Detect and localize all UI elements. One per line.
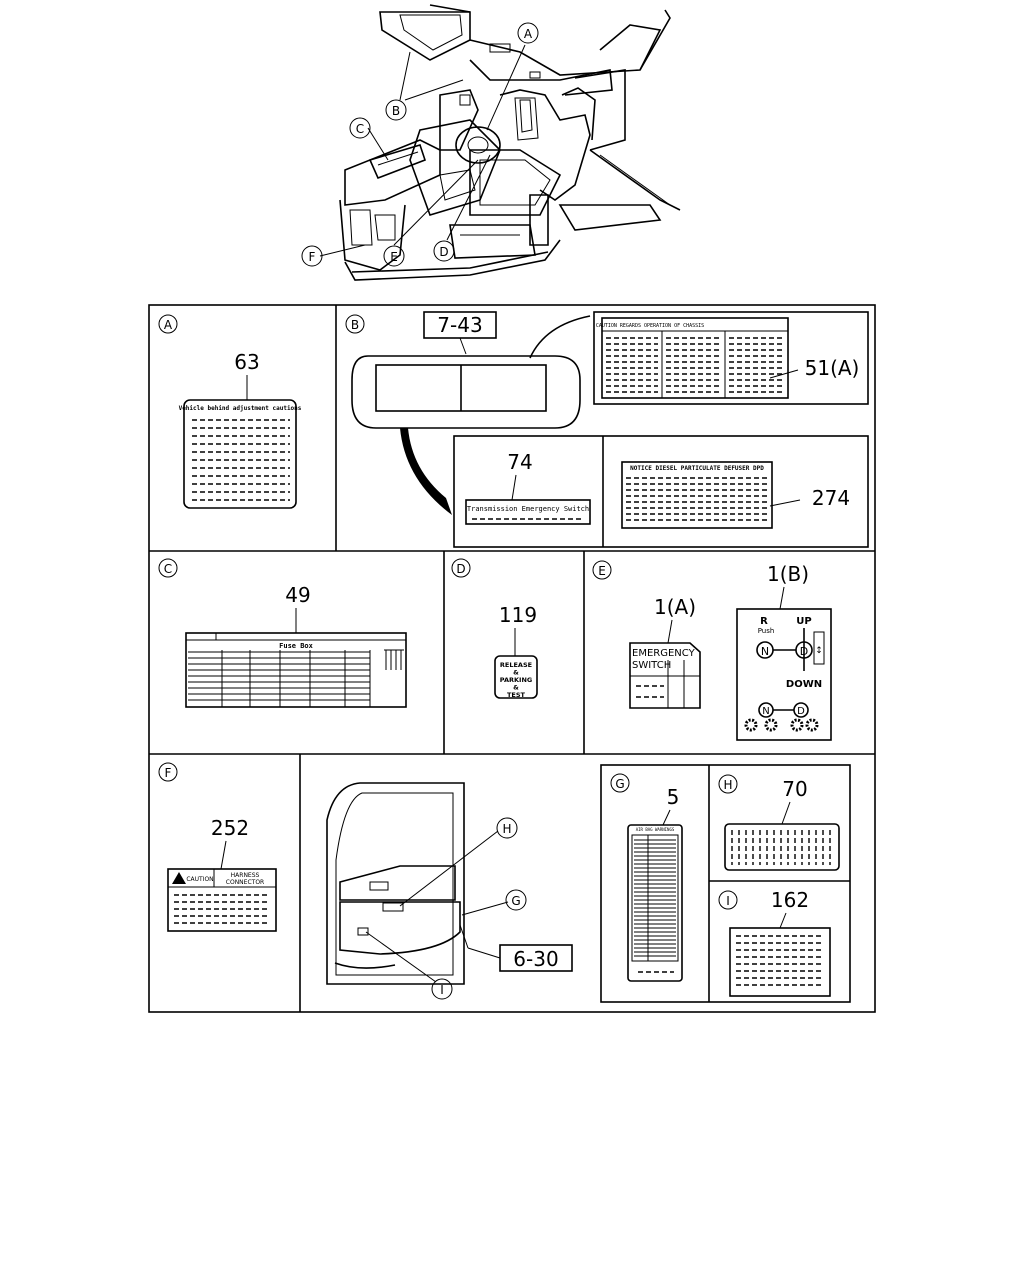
svg-text:F: F: [309, 250, 316, 264]
panel-g-marker: G: [615, 777, 624, 791]
svg-text:CONNECTOR: CONNECTOR: [226, 879, 264, 886]
svg-text:D: D: [800, 645, 808, 658]
ref-sunvisor: 7-43: [437, 313, 482, 337]
part-number-49: 49: [285, 583, 310, 607]
release-parking-test-text: TEST: [507, 691, 526, 699]
callout-circle-g-door: G: [511, 894, 520, 908]
panel-g: G 5 AIR BAG WARNINGS: [610, 773, 683, 982]
part-number-252: 252: [211, 816, 249, 840]
gear-icon: [790, 718, 804, 732]
emergency-switch-text: SWITCH: [632, 660, 671, 671]
harness-caution-label: [167, 868, 277, 932]
panel-h-marker: H: [723, 778, 732, 792]
panel-a: A 63 Vehicle behind adjustment cautions: [158, 314, 302, 509]
callout-circle-a: A: [517, 22, 539, 44]
vehicle-label-title: Vehicle behind adjustment cautions: [179, 405, 302, 412]
cab-interior-illustration: [339, 4, 681, 281]
part-number-162: 162: [771, 888, 809, 912]
gear-icon: [805, 718, 819, 732]
svg-text:UP: UP: [796, 616, 811, 627]
callout-circle-h-door: H: [502, 822, 511, 836]
panel-f-marker: F: [165, 766, 172, 780]
emergency-switch-label: [629, 642, 701, 709]
panel-door: H G I 6-30: [326, 782, 573, 1000]
gear-icon: [744, 718, 758, 732]
part-number-63: 63: [234, 350, 259, 374]
panel-f: F 252 CAUTION HARNESS CONNECTOR: [158, 762, 277, 932]
chassis-caution-frame: [593, 311, 869, 405]
part-number-1a: 1(A): [654, 595, 696, 619]
door-label-h-location: [382, 902, 404, 912]
release-parking-test-text: PARKING: [500, 676, 532, 684]
svg-text:AIR BAG WARNINGS: AIR BAG WARNINGS: [636, 827, 675, 832]
svg-text:DOWN: DOWN: [786, 679, 822, 690]
release-parking-test-text: RELEASE: [500, 661, 532, 669]
callout-circle-i-door: I: [440, 983, 444, 997]
gear-icon: [764, 718, 778, 732]
callout-leaders: [319, 44, 526, 257]
door-label-i-location: [357, 927, 369, 936]
svg-text:A: A: [524, 27, 533, 41]
dpd-notice-label: [621, 461, 773, 529]
part-number-74: 74: [507, 450, 532, 474]
panel-i: I 162: [718, 888, 831, 997]
panel-e-marker: E: [598, 564, 606, 578]
transmission-switch-label: [465, 499, 591, 525]
svg-text:Transmission Emergency Switch: Transmission Emergency Switch: [467, 505, 589, 513]
panel-c: C 49 Fuse Box: [158, 558, 407, 708]
panel-b-marker: B: [351, 318, 359, 332]
part-number-1b: 1(B): [767, 562, 809, 586]
svg-text:NOTICE DIESEL PARTICULATE DEFU: NOTICE DIESEL PARTICULATE DEFUSER DPD: [630, 465, 764, 472]
ref-door: 6-30: [513, 947, 558, 971]
part-number-51a: 51(A): [805, 356, 860, 380]
svg-text:C: C: [356, 122, 364, 136]
chassis-caution-label: [601, 317, 789, 399]
panel-c-marker: C: [164, 562, 172, 576]
panel-d-marker: D: [456, 562, 465, 576]
callout-circle-d: D: [433, 240, 455, 262]
part-number-70: 70: [782, 777, 807, 801]
svg-text:Fuse Box: Fuse Box: [279, 642, 314, 650]
panel-h: H 70: [718, 774, 840, 871]
svg-text:HARNESS: HARNESS: [231, 872, 260, 879]
panel-ghi-frame: [600, 764, 851, 1003]
label-70: [724, 823, 840, 871]
svg-text:R: R: [760, 616, 768, 627]
detail-grid: [148, 304, 876, 1013]
part-number-119: 119: [499, 603, 537, 627]
emergency-switch-text: EMERGENCY: [632, 648, 696, 659]
release-parking-test-label: [494, 655, 538, 699]
svg-text:D: D: [439, 245, 448, 259]
release-parking-test-text: &: [513, 669, 519, 677]
panel-i-marker: I: [726, 894, 730, 908]
callout-circle-f: F: [301, 245, 323, 267]
svg-text:E: E: [390, 250, 398, 264]
sun-visor: [351, 355, 581, 429]
part-number-274: 274: [812, 486, 850, 510]
panel-b: B 7-43 CAUTION REGARDS OPERATION OF CHAS…: [345, 311, 869, 548]
svg-text:CAUTION REGARDS OPERATION OF C: CAUTION REGARDS OPERATION OF CHASSIS: [596, 323, 704, 329]
svg-text:N: N: [762, 706, 769, 717]
svg-text:↕: ↕: [815, 646, 823, 656]
panel-a-marker: A: [164, 318, 173, 332]
panel-d: D 119 RELEASE&PARKING&TEST: [451, 558, 538, 699]
shift-pattern-label: [736, 608, 832, 741]
svg-text:Push: Push: [758, 627, 775, 635]
callout-circle-c: C: [349, 117, 371, 139]
part-number-5: 5: [667, 785, 680, 809]
callout-circle-b: B: [385, 99, 407, 121]
svg-text:CAUTION: CAUTION: [186, 876, 213, 883]
ref-box-door: [499, 944, 573, 972]
airbag-warning-label: [627, 824, 683, 982]
release-parking-test-text: &: [513, 684, 519, 692]
label-162: [729, 927, 831, 997]
fuse-box-label: [185, 632, 407, 708]
svg-text:B: B: [392, 104, 400, 118]
callout-circle-e: E: [383, 245, 405, 267]
svg-text:D: D: [797, 706, 805, 717]
vehicle-label: [183, 399, 297, 509]
svg-text:N: N: [761, 645, 769, 658]
